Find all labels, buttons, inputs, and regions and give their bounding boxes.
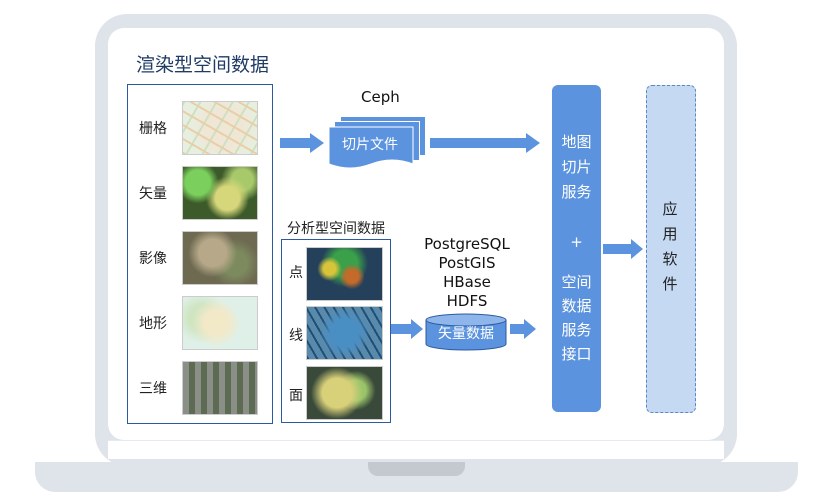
arrow-analysis-to-vector bbox=[391, 319, 423, 339]
tech-postgis: PostGIS bbox=[438, 254, 496, 272]
terrain-map-thumbnail bbox=[182, 296, 258, 350]
render-label-imagery: 影像 bbox=[139, 251, 167, 267]
spatial-data-service-text: 空间 数据 服务 接口 bbox=[552, 270, 601, 366]
render-label-terrain: 地形 bbox=[139, 316, 167, 332]
polygon-map-thumbnail bbox=[306, 366, 383, 420]
vector-db-label: 矢量数据 bbox=[438, 326, 494, 342]
map-tile-service-text: 地图 切片 服务 bbox=[552, 130, 601, 205]
tech-hbase: HBase bbox=[443, 273, 491, 291]
line-map-thumbnail bbox=[306, 306, 383, 360]
3d-city-thumbnail bbox=[182, 361, 258, 415]
application-software-text: 应 用 软 件 bbox=[646, 197, 694, 297]
vector-map-thumbnail bbox=[182, 166, 258, 220]
point-map-thumbnail bbox=[306, 247, 383, 301]
laptop-chin bbox=[108, 440, 724, 459]
spatial-service-char: 服务 bbox=[561, 321, 592, 339]
spatial-service-char: 数据 bbox=[561, 297, 592, 315]
spatial-service-char: 接口 bbox=[561, 345, 592, 363]
arrow-tiles-to-map-service bbox=[430, 133, 540, 153]
app-char: 应 bbox=[662, 200, 678, 218]
analysis-label-line: 线 bbox=[289, 328, 303, 344]
service-column bbox=[552, 85, 601, 412]
laptop-notch bbox=[368, 462, 465, 476]
analysis-label-point: 点 bbox=[289, 265, 303, 281]
vector-db-cylinder bbox=[425, 313, 507, 351]
spatial-service-char: 空间 bbox=[561, 273, 592, 291]
application-software-box bbox=[646, 85, 696, 413]
render-label-3d: 三维 bbox=[139, 381, 167, 397]
tile-file-label: 切片文件 bbox=[342, 137, 398, 153]
tech-postgresql: PostgreSQL bbox=[424, 235, 510, 253]
app-char: 用 bbox=[662, 225, 678, 243]
arrow-service-to-app bbox=[603, 239, 643, 259]
tile-file-front bbox=[328, 126, 414, 169]
ceph-label: Ceph bbox=[361, 88, 400, 106]
diagram-title: 渲染型空间数据 bbox=[136, 54, 270, 76]
map-tile-service-char: 地图 bbox=[561, 133, 592, 151]
render-label-raster: 栅格 bbox=[139, 121, 167, 137]
analysis-title: 分析型空间数据 bbox=[287, 221, 385, 237]
arrow-raster-to-tiles bbox=[280, 133, 324, 153]
render-label-vector: 矢量 bbox=[139, 186, 167, 202]
analysis-label-polygon: 面 bbox=[289, 388, 303, 404]
map-tile-service-char: 服务 bbox=[561, 183, 592, 201]
map-tile-service-char: 切片 bbox=[561, 158, 592, 176]
app-char: 软 bbox=[662, 250, 678, 268]
service-plus-sign: + bbox=[570, 233, 583, 251]
raster-map-thumbnail bbox=[182, 101, 258, 155]
app-char: 件 bbox=[662, 275, 678, 293]
imagery-map-thumbnail bbox=[182, 231, 258, 285]
arrow-vector-to-service bbox=[510, 319, 536, 339]
tech-hdfs: HDFS bbox=[446, 292, 488, 310]
